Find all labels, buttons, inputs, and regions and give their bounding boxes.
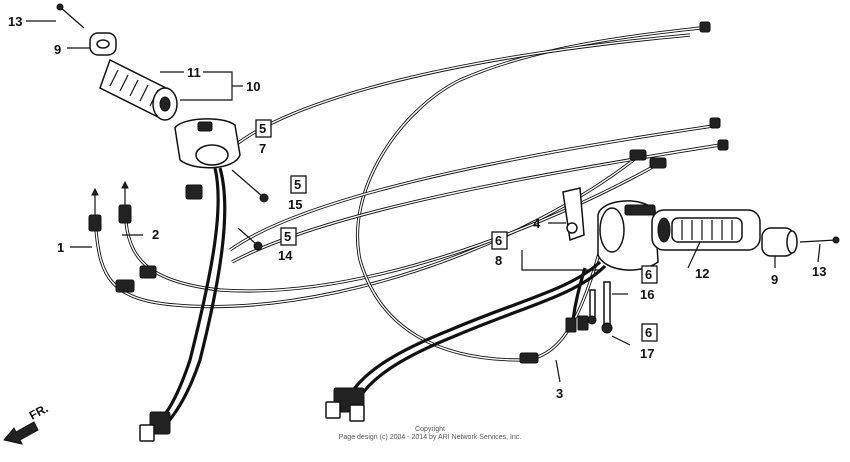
callout-1: 1 [57, 240, 64, 255]
cable-end-fittings [88, 21, 729, 364]
callout-15: 15 [288, 197, 302, 212]
callout-boxes [255, 119, 658, 342]
callout-5-top: 5 [259, 121, 266, 136]
callout-10: 10 [246, 79, 260, 94]
throttle-cam [562, 187, 585, 242]
right-switch-harness [325, 260, 607, 422]
callout-5-low: 5 [284, 229, 291, 244]
copyright-notice: Copyright Page design (c) 2004 - 2014 by… [300, 426, 560, 442]
leader-lines [26, 20, 821, 383]
front-label: FR. [27, 401, 51, 422]
right-grip [651, 209, 761, 251]
front-direction-indicator: FR. [3, 401, 51, 445]
left-screws [56, 3, 269, 251]
cable-2 [124, 161, 661, 293]
throttle-cable-upper [229, 123, 721, 252]
callout-11: 11 [187, 65, 201, 80]
callout-9-left: 9 [54, 42, 61, 57]
copyright-line-2: Page design (c) 2004 - 2014 by ARI Netwo… [338, 434, 522, 441]
right-screws [587, 236, 840, 334]
callout-13-left: 13 [8, 14, 22, 29]
callout-5-mid: 5 [294, 177, 301, 192]
callout-13-right: 13 [812, 264, 826, 279]
right-grip-end [761, 227, 798, 257]
copyright-line-1: Copyright [415, 426, 445, 433]
left-switch-housing [174, 118, 241, 169]
callout-7: 7 [259, 141, 266, 156]
callout-numbers: 13 9 11 10 5 7 5 15 5 14 1 2 4 6 8 6 16 … [8, 14, 826, 401]
callout-6-mid: 6 [645, 267, 652, 282]
front-arrow-icon [3, 421, 39, 445]
callout-4: 4 [533, 216, 541, 231]
left-grip [99, 58, 178, 121]
callout-8: 8 [495, 253, 502, 268]
right-switch-housing [597, 200, 659, 271]
cable-long-left [218, 33, 691, 162]
callout-17: 17 [640, 346, 654, 361]
callout-3: 3 [556, 386, 563, 401]
callout-9-right: 9 [771, 272, 778, 287]
left-grip-end [89, 32, 117, 56]
cable-1 [94, 153, 641, 309]
callout-6-low: 6 [645, 325, 652, 340]
callout-14: 14 [278, 248, 293, 263]
callout-16: 16 [640, 287, 654, 302]
left-switch-harness [139, 167, 227, 442]
callout-6-left: 6 [495, 233, 502, 248]
callout-2: 2 [152, 227, 159, 242]
callout-12: 12 [695, 266, 709, 281]
